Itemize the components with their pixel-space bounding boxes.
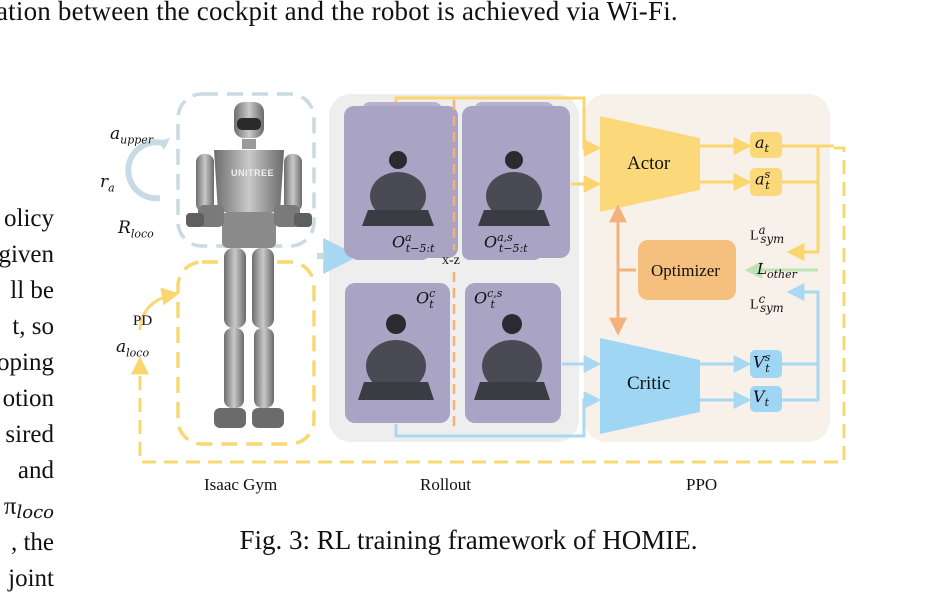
label-a-loco: aloco <box>116 337 150 360</box>
label-l-other: Lother <box>757 260 797 281</box>
humanoid-robot-illustration <box>186 102 312 428</box>
lower-body-region <box>176 260 316 446</box>
label-a-t-s: ast <box>755 168 771 192</box>
left-col-line: otion <box>2 385 54 412</box>
section-label-isaac-gym: Isaac Gym <box>204 475 278 494</box>
label-o-c: Oct <box>416 287 436 311</box>
left-col-line: given <box>0 241 54 268</box>
body-text-top: ation between the cockpit and the robot … <box>0 0 678 26</box>
section-label-rollout: Rollout <box>420 475 472 494</box>
left-col-line: , the <box>10 529 54 556</box>
left-col-line: oping <box>0 349 54 376</box>
actor-label: Actor <box>627 153 671 174</box>
label-a-upper: aupper <box>110 124 154 147</box>
pd-arrow <box>138 287 180 331</box>
left-col-line: πloco <box>3 493 54 523</box>
label-r-a: ra <box>100 172 115 195</box>
label-o-cs: Oc,st <box>474 287 503 311</box>
label-o-as: Oa,st−5:t <box>484 231 528 255</box>
outer-loop-dashed <box>138 146 846 464</box>
label-R-loco: Rloco <box>118 218 154 241</box>
a-t-box <box>750 132 782 158</box>
left-col-line: ll be <box>10 277 54 304</box>
obs-critic-sym-tile <box>465 283 561 423</box>
optimizer-label: Optimizer <box>651 261 720 280</box>
left-col-line: joint <box>8 565 54 592</box>
label-l-sym-c: Lcsym <box>750 292 784 316</box>
section-label-ppo: PPO <box>686 475 718 494</box>
critic-block <box>600 338 700 434</box>
label-l-sym-a: Lasym <box>750 223 785 247</box>
v-t-box <box>750 386 782 412</box>
a-t-s-box <box>750 168 782 196</box>
obs-actor-sym-stack <box>462 102 570 260</box>
label-o-a: Oat−5:t <box>392 231 435 255</box>
v-t-s-box <box>750 350 782 378</box>
optimizer-block <box>638 240 736 300</box>
label-v-t: Vt <box>753 387 769 410</box>
left-col-line: sired <box>5 421 54 448</box>
figure-caption: Fig. 3: RL training framework of HOMIE. <box>239 525 698 555</box>
left-col-line: t, so <box>12 313 54 340</box>
robot-logo: UNITREE <box>231 168 275 178</box>
left-col-line: olicy <box>4 205 54 232</box>
label-mirror-xz: x-z <box>442 253 460 268</box>
left-col-line: and <box>17 457 54 484</box>
obs-critic-tile <box>345 283 450 423</box>
critic-label: Critic <box>627 373 671 394</box>
actor-block <box>600 116 700 212</box>
left-column-text: olicy given ll be t, so oping otion sire… <box>0 196 54 599</box>
label-a-t: at <box>755 133 769 156</box>
label-v-t-s: Vst <box>753 351 771 375</box>
reward-loop-icon <box>125 139 168 202</box>
label-pd: PD <box>133 313 153 329</box>
obs-actor-stack <box>344 102 458 260</box>
